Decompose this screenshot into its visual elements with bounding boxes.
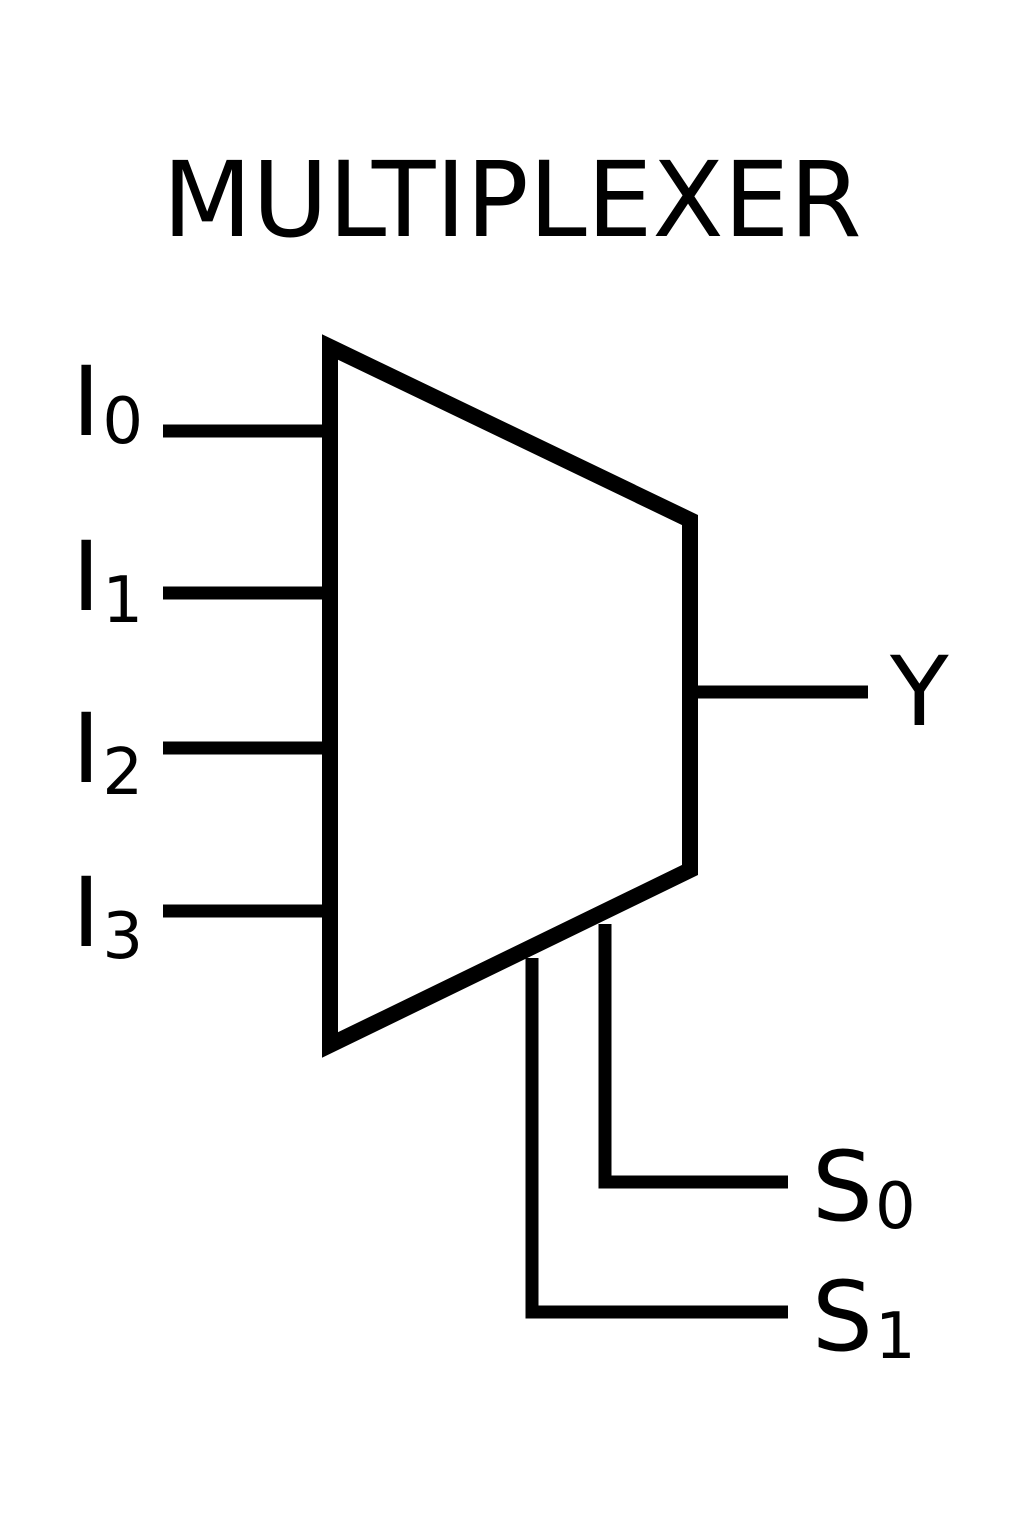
output-label-y: Y: [889, 636, 949, 748]
select-label-s1: S1: [812, 1261, 916, 1374]
select-wire-s0: [598, 924, 788, 1189]
input-label-i3: I3: [72, 857, 143, 974]
select-label-s0: S0: [812, 1131, 916, 1244]
input-label-i2: I2: [72, 693, 143, 810]
diagram-title: MULTIPLEXER: [162, 139, 861, 261]
select-wire-s1: [525, 958, 788, 1319]
input-label-i1: I1: [72, 521, 143, 638]
multiplexer-body: [322, 334, 698, 1058]
input-label-i0: I0: [72, 346, 143, 459]
